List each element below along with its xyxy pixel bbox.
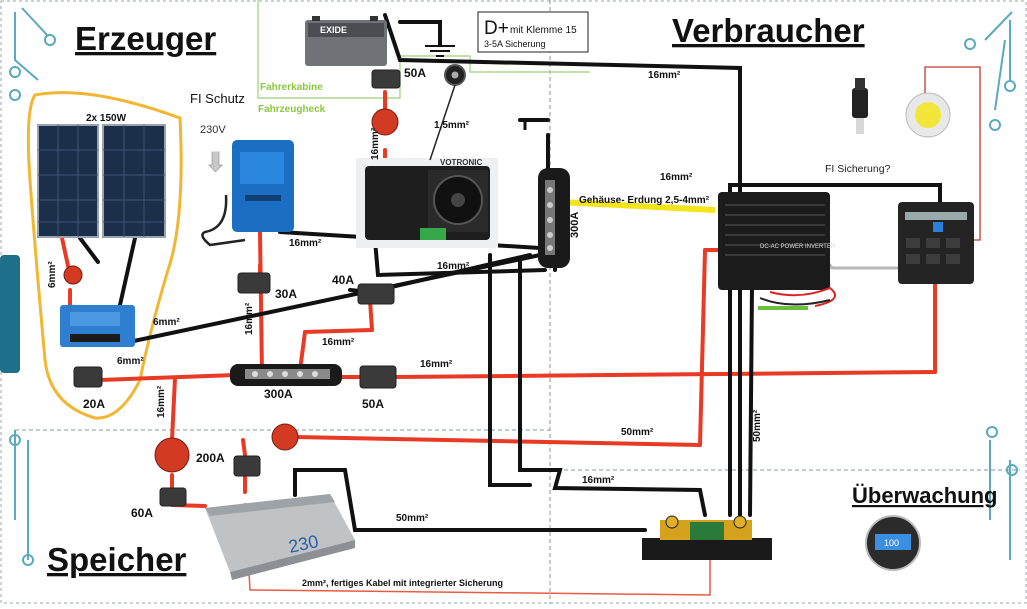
section-title-ueberwachung: Überwachung [852, 483, 997, 508]
down-arrow-icon [207, 151, 224, 173]
housing-ground-label: Gehäuse- Erdung 2,5-4mm² [579, 195, 710, 206]
wire-label-50-mid: 50mm² [621, 427, 654, 438]
circuit-decoration [9, 7, 1018, 566]
power-inverter: DC-AC POWER INVERTER [718, 192, 836, 310]
label-fahrzeugheck: Fahrzeugheck [258, 104, 326, 115]
dcdc-booster: VOTRONIC [356, 158, 498, 248]
monitor-readout: 100 [884, 538, 899, 548]
svg-text:DC-AC POWER INVERTER: DC-AC POWER INVERTER [760, 244, 836, 250]
wire-label-16-charger: 16mm² [289, 238, 322, 249]
solar-group-outline [26, 91, 183, 420]
wire-label-16-left: 16mm² [156, 385, 167, 418]
busbar-vertical-label: 300A [569, 212, 581, 238]
fuse-box [898, 202, 974, 284]
mppt-controller [60, 305, 135, 347]
starter-battery: EXIDE [305, 16, 387, 66]
fuse-label-50a-top: 50A [404, 66, 426, 80]
label-230v: 230V [200, 124, 226, 136]
wire-label-16-bottom: 16mm² [582, 475, 615, 486]
wire-label-16-top: 16mm² [648, 70, 681, 81]
svg-text:VOTRONIC: VOTRONIC [440, 158, 482, 167]
leisure-battery: 230 [205, 494, 355, 580]
vertical-busbar [538, 168, 570, 268]
fuse-label-50a-mid: 50A [362, 397, 384, 411]
fuse-label-40a: 40A [332, 273, 354, 287]
wire-label-16-50a: 16mm² [420, 359, 453, 370]
housing-ground-wire [559, 199, 716, 213]
wire-label-16-40a: 16mm² [322, 337, 355, 348]
fuse-label-30a: 30A [275, 287, 297, 301]
label-fahrerkabine: Fahrerkabine [260, 82, 323, 93]
fi-socket [852, 78, 868, 134]
wire-label-50-bottom: 50mm² [396, 513, 429, 524]
wire-label-6-panel: 6mm² [47, 261, 58, 288]
fuse-label-60a: 60A [131, 506, 153, 520]
fi-sicherung-label: FI Sicherung? [825, 163, 891, 175]
section-title-verbraucher: Verbraucher [672, 12, 865, 49]
wire-label-1-5: 1,5mm² [434, 120, 470, 131]
fuse-label-200a: 200A [196, 451, 225, 465]
dplus-label: D+ [484, 18, 509, 39]
solar-panels [37, 124, 166, 238]
section-title-erzeuger: Erzeuger [75, 20, 216, 57]
red-wires [60, 90, 937, 508]
wire-label-16-vert1: 16mm² [370, 127, 381, 160]
dplus-box [477, 11, 589, 53]
battery-monitor: 100 [865, 515, 921, 571]
solar-label: 2x 150W [86, 113, 127, 124]
section-title-speicher: Speicher [47, 541, 187, 578]
label-fi-schutz: FI Schutz [190, 91, 245, 106]
svg-text:EXIDE: EXIDE [320, 25, 347, 35]
edge-slide-thumbnail [0, 255, 20, 373]
ceiling-light [905, 92, 951, 138]
battery-shunt [642, 515, 772, 560]
shore-power-charger [232, 140, 294, 232]
dplus-fuse-label: 3-5A Sicherung [484, 39, 546, 49]
battery-switches [63, 108, 399, 473]
wire-label-6-mppt: 6mm² [153, 317, 180, 328]
fuse-label-20a: 20A [83, 397, 105, 411]
ground-symbol-cabin [425, 45, 455, 57]
cable-note: 2mm², fertiges Kabel mit integrierter Si… [302, 578, 503, 588]
wire-label-16-cable: 16mm² [660, 172, 693, 183]
wire-label-16-dcdc: 16mm² [437, 261, 470, 272]
wire-label-16-vert2: 16mm² [244, 302, 255, 335]
wire-label-6-bus: 6mm² [117, 356, 144, 367]
horizontal-busbar [230, 364, 342, 386]
busbar-horizontal-label: 300A [264, 387, 293, 401]
fuse-holders [73, 69, 401, 507]
dplus-sub-label: mit Klemme 15 [510, 25, 577, 36]
power-cord [201, 194, 246, 247]
wire-label-50-vert: 50mm² [752, 409, 763, 442]
